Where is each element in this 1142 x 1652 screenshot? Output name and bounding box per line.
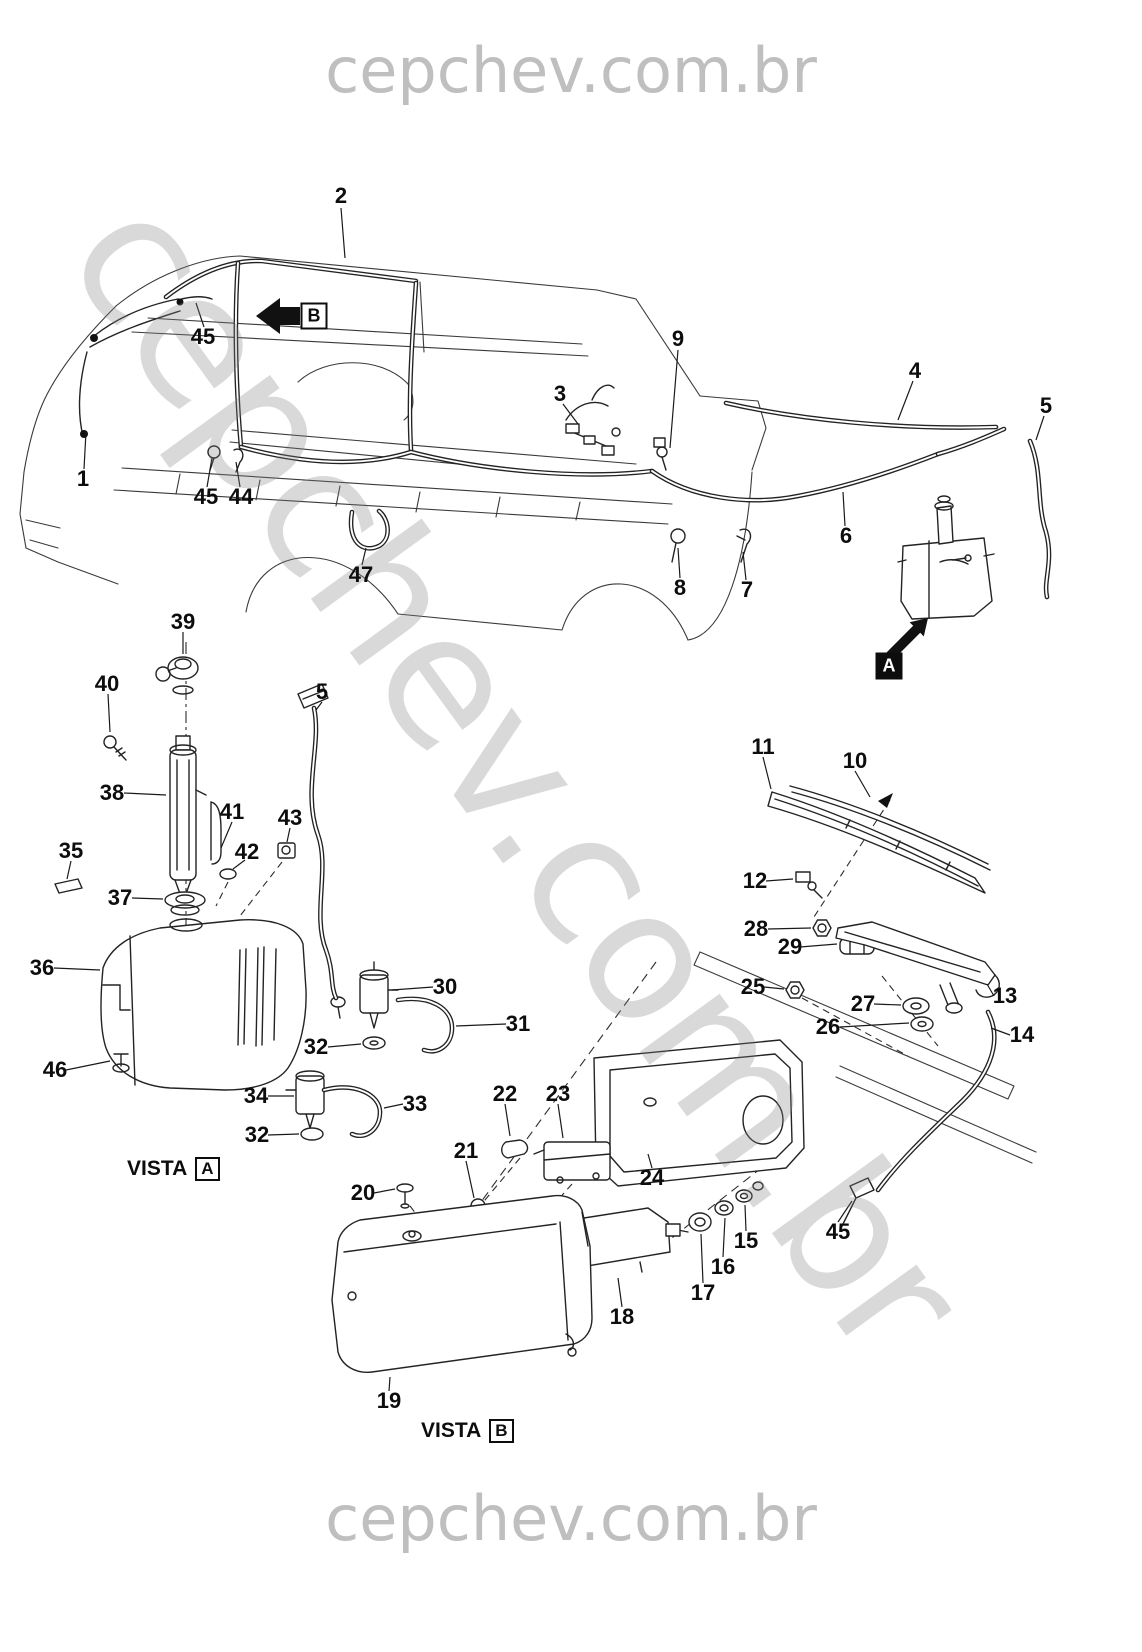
vista-a-letter-box: A (195, 1157, 220, 1181)
callout-leader-lines (53, 207, 1045, 1392)
rear-wiper-hose (875, 1009, 997, 1193)
view-arrow-letter-a: A (875, 652, 903, 680)
washer-hoses (163, 258, 1052, 600)
blade-pointer-arrowhead (878, 793, 893, 808)
hatch-edge-strips (693, 951, 1037, 1164)
front-reservoir-assembly (54, 656, 399, 1141)
vista-b-letter-box: B (489, 1419, 514, 1443)
vista-a-label: VISTA A (127, 1157, 220, 1181)
rear-reservoir-assembly (331, 1039, 805, 1373)
vista-b-label: VISTA B (421, 1419, 514, 1443)
front-washer-bottle (897, 495, 995, 620)
front-reservoir-hoses (309, 705, 455, 1138)
view-arrow-a-icon (886, 618, 928, 660)
wiring-harness (78, 296, 752, 563)
vista-b-text: VISTA (421, 1419, 482, 1442)
view-arrow-letter-b: B (300, 302, 328, 330)
rear-wiper-assembly (767, 785, 1000, 1227)
view-arrow-b-icon (256, 298, 300, 334)
vista-a-text: VISTA (127, 1157, 188, 1180)
